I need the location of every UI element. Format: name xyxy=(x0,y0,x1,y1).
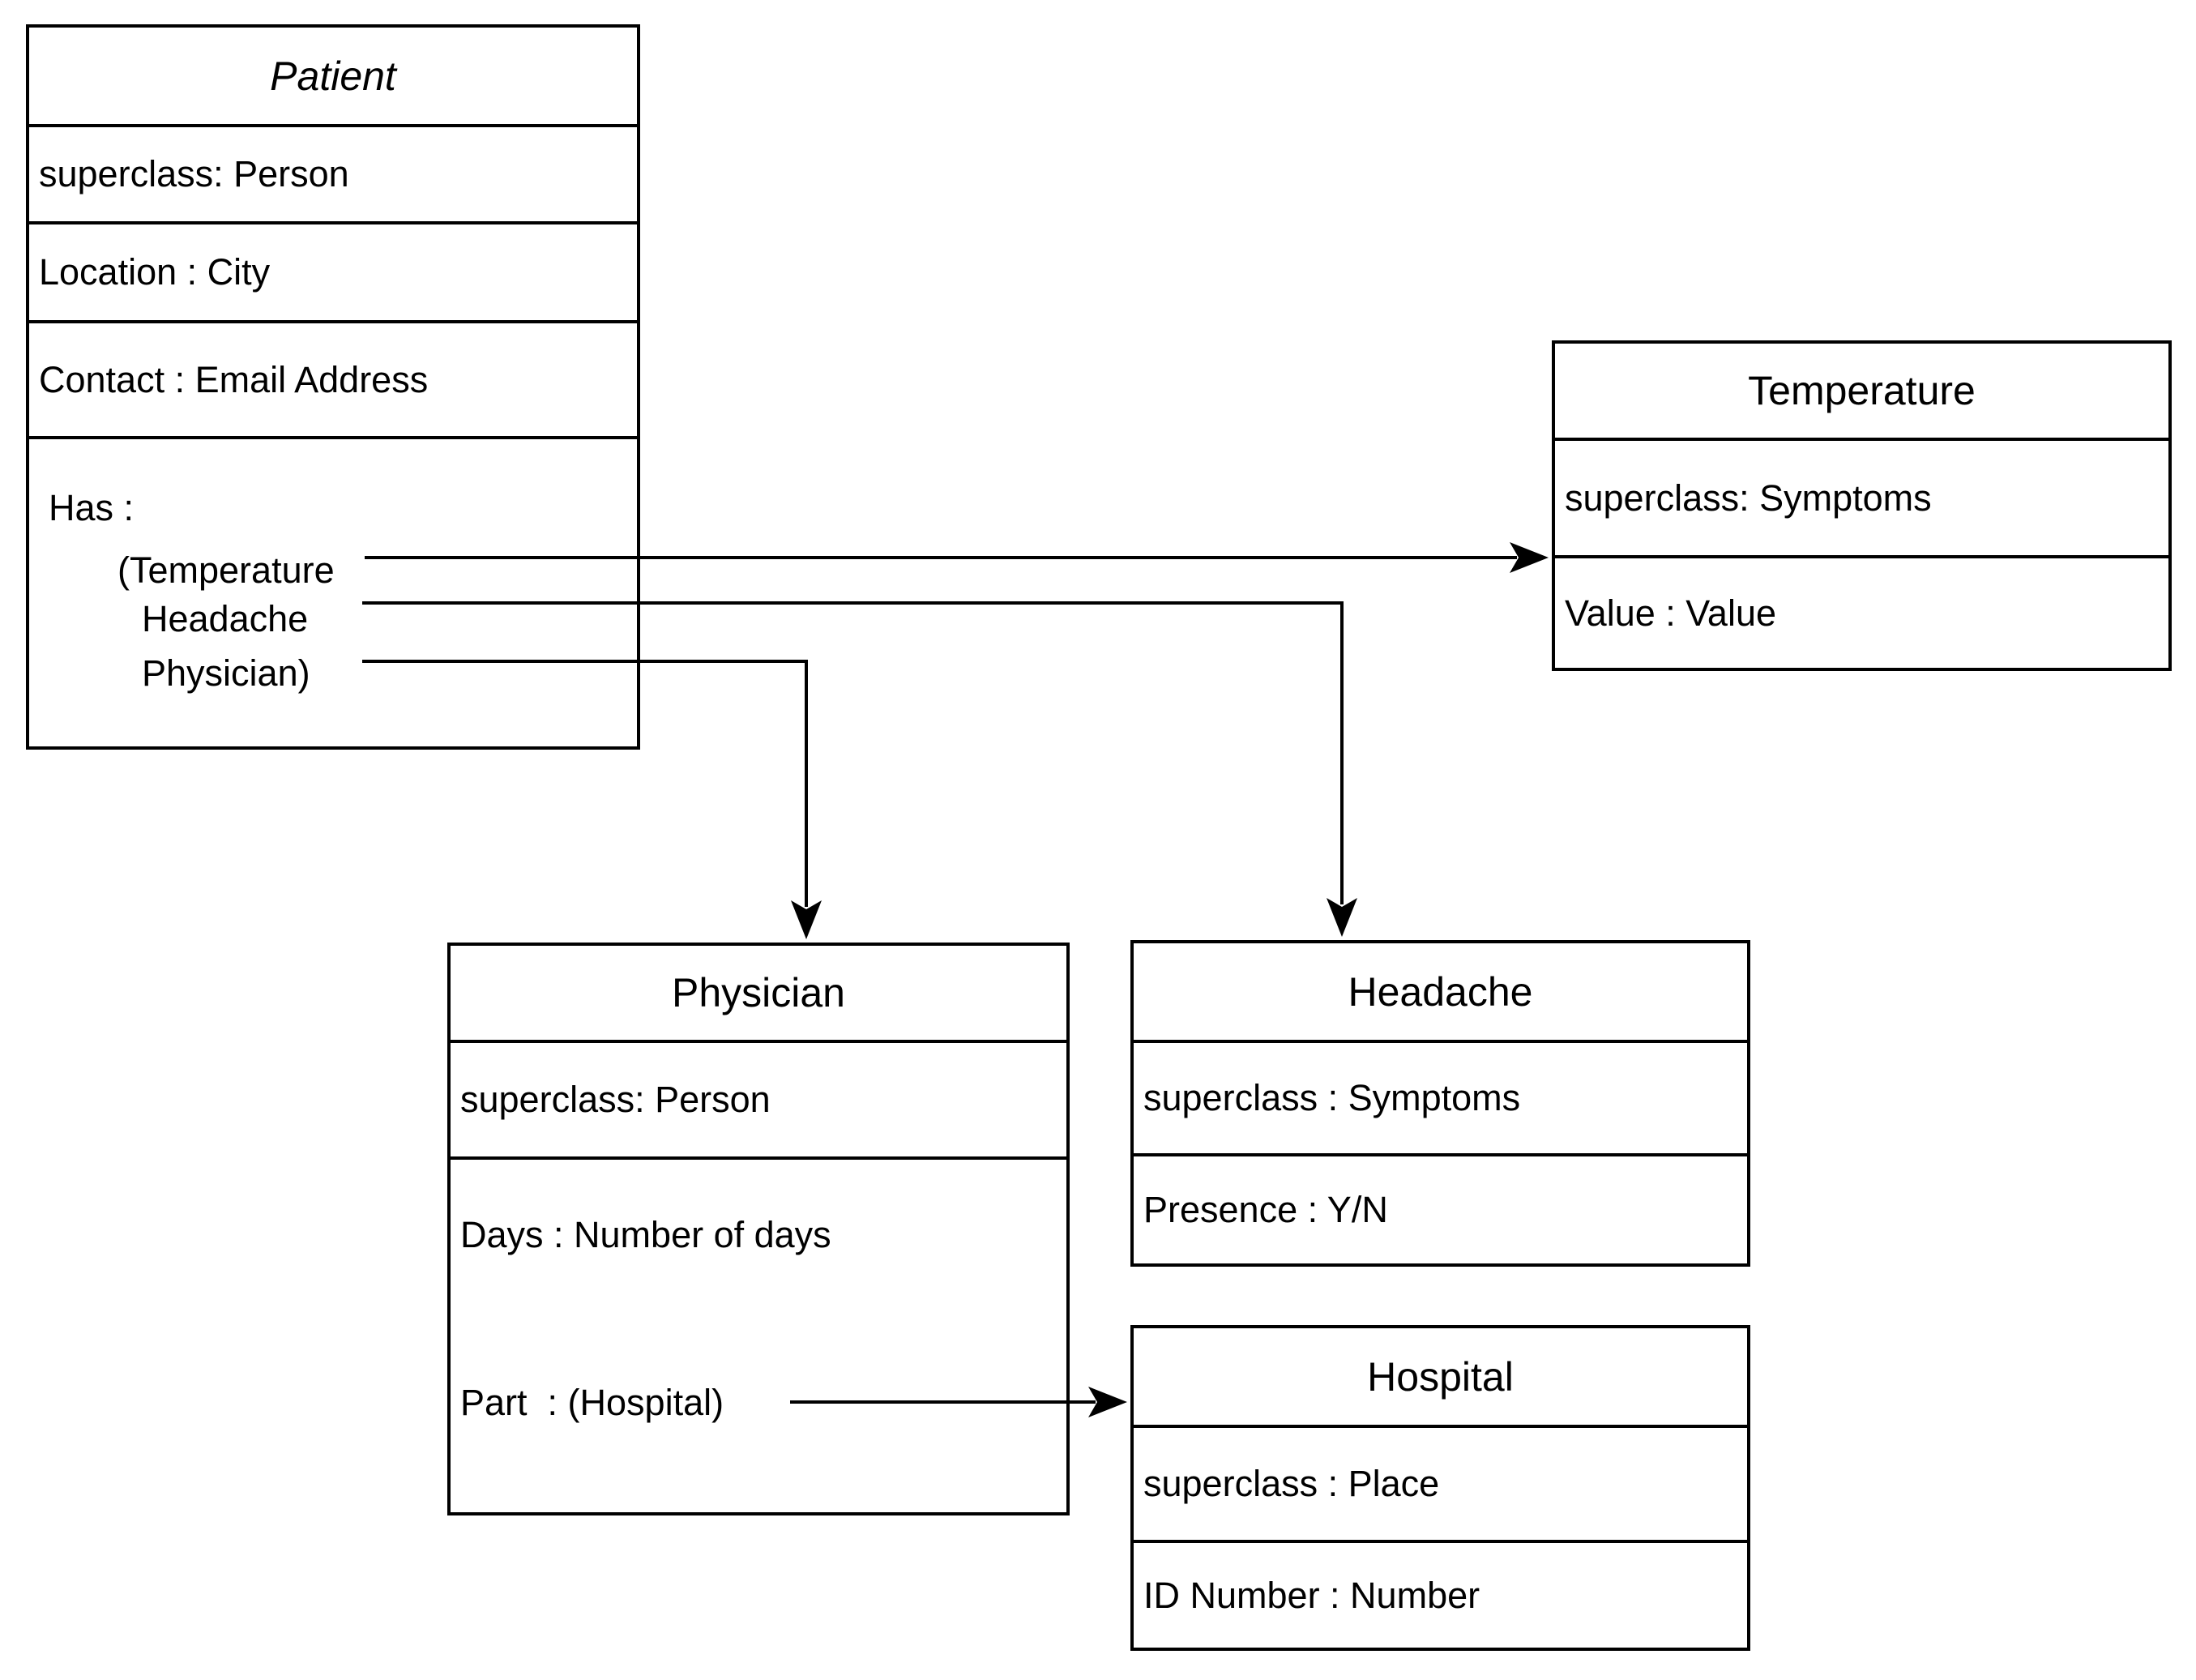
class-title-text: Temperature xyxy=(1748,368,1976,413)
has-item-headache: Headache xyxy=(142,598,309,639)
arrow-patient-headache xyxy=(362,601,1357,937)
class-title-hospital: Hospital xyxy=(1134,1328,1747,1425)
class-title-temperature: Temperature xyxy=(1555,344,2168,438)
attribute-row-value: Value : Value xyxy=(1555,555,2168,668)
attribute-row-location: Location : City xyxy=(29,221,637,320)
attribute-row-body: Days : Number of days Part : (Hospital) xyxy=(451,1156,1066,1512)
has-label: Has : xyxy=(49,487,135,528)
attribute-row-presence: Presence : Y/N xyxy=(1134,1153,1747,1263)
has-item-physician: Physician) xyxy=(142,652,310,694)
attribute-text: Location : City xyxy=(39,251,271,293)
arrow-patient-physician xyxy=(362,660,822,939)
attribute-row-has: Has : (Temperature Headache Physician) xyxy=(29,436,637,746)
attribute-row-superclass: superclass: Person xyxy=(29,124,637,221)
class-box-temperature: Temperature superclass: Symptoms Value :… xyxy=(1552,340,2172,671)
class-title-patient: Patient xyxy=(29,28,637,124)
class-box-headache: Headache superclass : Symptoms Presence … xyxy=(1130,940,1750,1267)
attribute-part-hospital: Part : (Hospital) xyxy=(460,1382,724,1423)
has-item-temperature: (Temperature xyxy=(117,549,335,591)
class-box-patient: Patient superclass: Person Location : Ci… xyxy=(26,24,640,750)
attribute-row-idnumber: ID Number : Number xyxy=(1134,1540,1747,1648)
class-title-physician: Physician xyxy=(451,946,1066,1040)
attribute-text: superclass: Person xyxy=(460,1079,771,1120)
attribute-row-superclass: superclass : Symptoms xyxy=(1134,1040,1747,1153)
attribute-row-superclass: superclass: Person xyxy=(451,1040,1066,1156)
class-box-hospital: Hospital superclass : Place ID Number : … xyxy=(1130,1325,1750,1651)
attribute-text: superclass: Person xyxy=(39,153,349,195)
class-title-text: Patient xyxy=(270,53,396,99)
attribute-text: Contact : Email Address xyxy=(39,358,429,400)
attribute-text: ID Number : Number xyxy=(1143,1574,1480,1616)
attribute-text: superclass : Symptoms xyxy=(1143,1077,1521,1118)
attribute-days: Days : Number of days xyxy=(460,1214,831,1255)
class-title-text: Physician xyxy=(672,970,845,1015)
attribute-text: superclass : Place xyxy=(1143,1463,1440,1504)
attribute-row-superclass: superclass: Symptoms xyxy=(1555,438,2168,555)
attribute-text: superclass: Symptoms xyxy=(1565,477,1932,519)
attribute-text: Presence : Y/N xyxy=(1143,1189,1388,1230)
class-title-text: Hospital xyxy=(1367,1353,1514,1400)
arrow-physician-hospital xyxy=(790,1387,1127,1417)
attribute-text: Value : Value xyxy=(1565,592,1777,634)
attribute-row-superclass: superclass : Place xyxy=(1134,1425,1747,1540)
arrow-patient-temperature xyxy=(365,542,1549,573)
class-title-text: Headache xyxy=(1348,968,1533,1015)
class-title-headache: Headache xyxy=(1134,943,1747,1040)
attribute-row-contact: Contact : Email Address xyxy=(29,320,637,436)
class-box-physician: Physician superclass: Person Days : Numb… xyxy=(447,943,1070,1515)
